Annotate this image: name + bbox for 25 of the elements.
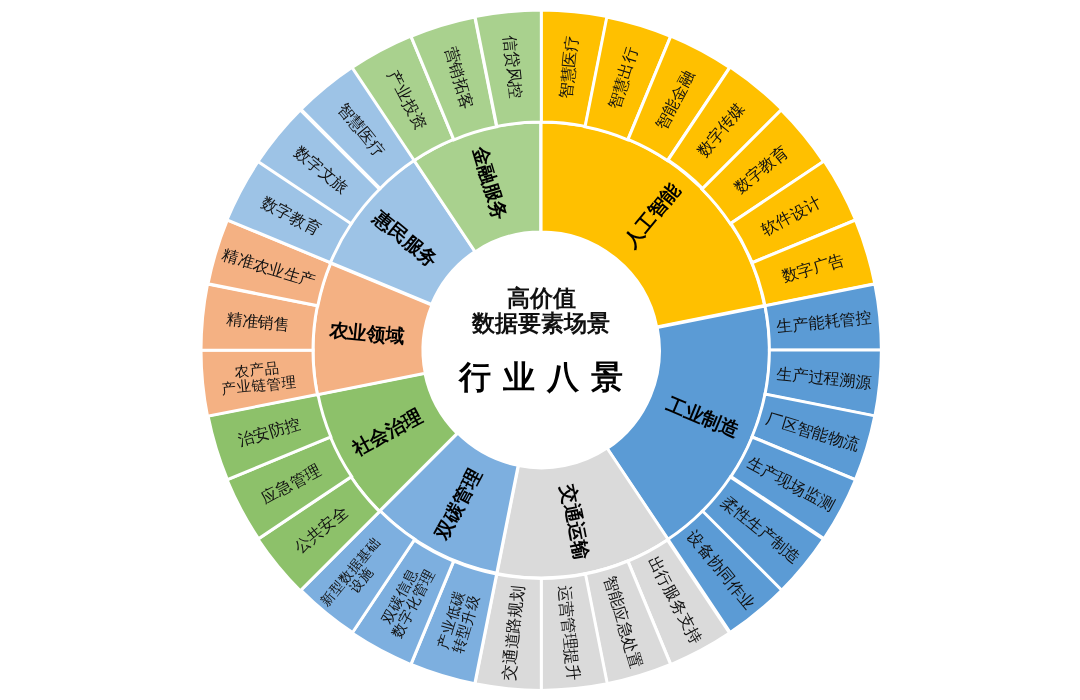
center-heading: 高价值数据要素场景 [472, 285, 610, 337]
segment-label: 精准农业生产 [220, 244, 318, 291]
segment-label: 运营管理提升 [554, 583, 584, 682]
segment-label: 生产能耗管控 [774, 307, 873, 337]
segment-label: 精准销售 [225, 309, 292, 335]
segment-label: 营销拓客 [440, 44, 477, 112]
segment-label: 厂区智能物流 [764, 409, 862, 456]
segment-label: 信贷风控 [500, 34, 526, 101]
category-label: 双碳管理 [430, 465, 487, 544]
segment-label: 智能应急处置 [600, 573, 647, 671]
category-label: 金融服务 [468, 142, 513, 223]
segment-label: 数字广告 [779, 249, 847, 286]
category-label: 社会治理 [347, 404, 426, 461]
category-label: 工业制造 [663, 391, 743, 443]
segment-label: 农产品产业链管理 [219, 358, 298, 398]
category-label: 惠民服务 [369, 206, 443, 272]
category-label: 交通运输 [556, 482, 594, 562]
center-subheading: 行业八景 [457, 357, 635, 398]
segment-label: 生产过程溯源 [774, 363, 873, 393]
segment-label: 交通道路规划 [498, 583, 528, 682]
category-label: 农业领域 [327, 317, 406, 348]
segment-label: 智慧出行 [604, 44, 642, 112]
segment-label: 治安防控 [235, 413, 303, 451]
category-label: 人工智能 [619, 178, 685, 252]
segment-label: 智慧医疗 [556, 34, 582, 101]
